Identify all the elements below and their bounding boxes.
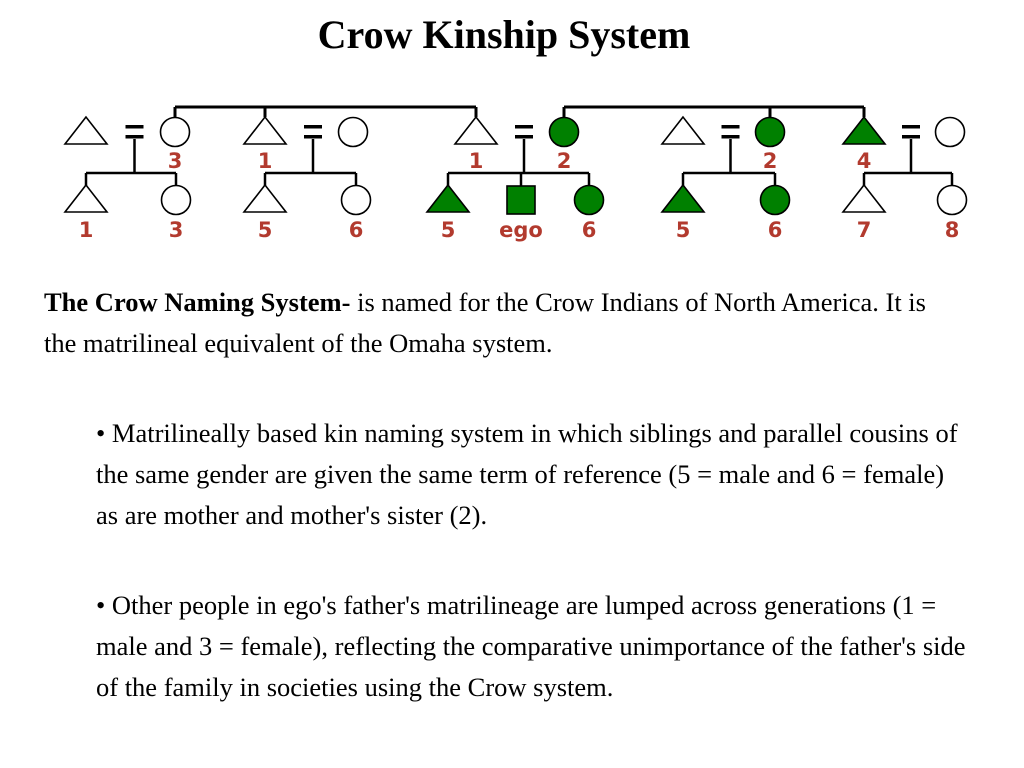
kin-term-label: 3: [169, 218, 184, 242]
kin-term-label: 5: [676, 218, 691, 242]
marriage-sign: [515, 125, 533, 129]
marriage-sign: [304, 135, 322, 139]
open-circle-female: [337, 116, 369, 148]
marriage-sign: [304, 125, 322, 129]
filled-circle-female: [754, 116, 786, 148]
open-triangle-male: [242, 115, 288, 145]
open-triangle-male: [63, 183, 109, 213]
kin-term-label: 2: [557, 149, 572, 173]
kin-term-label: 5: [258, 218, 273, 242]
marriage-sign: [515, 135, 533, 139]
marriage-sign: [721, 125, 740, 129]
open-triangle-male: [660, 115, 706, 145]
marriage-sign: [721, 135, 740, 139]
page-title: Crow Kinship System: [317, 12, 691, 57]
open-triangle-male: [63, 115, 109, 145]
kin-term-label: 1: [469, 149, 484, 173]
kin-term-label: 6: [349, 218, 364, 242]
marriage-sign: [902, 135, 920, 139]
kin-term-label: 7: [857, 218, 872, 242]
open-circle-female: [936, 184, 968, 216]
filled-triangle-male: [660, 183, 706, 213]
kin-term-label: 1: [79, 218, 94, 242]
marriage-sign: [902, 125, 920, 129]
open-triangle-male: [242, 183, 288, 213]
filled-circle-female: [548, 116, 580, 148]
open-circle-female: [159, 116, 191, 148]
ego-square: [506, 185, 536, 215]
open-triangle-male: [453, 115, 499, 145]
intro-paragraph: The Crow Naming System- is named for the…: [44, 282, 944, 364]
intro-heading: The Crow Naming System-: [44, 287, 351, 317]
kin-term-label: 6: [582, 218, 597, 242]
kin-term-label: 6: [768, 218, 783, 242]
open-circle-female: [934, 116, 966, 148]
marriage-sign: [125, 135, 144, 139]
filled-circle-female: [759, 184, 791, 216]
filled-circle-female: [573, 184, 605, 216]
kin-term-label: 8: [945, 218, 960, 242]
marriage-sign: [125, 125, 144, 129]
bullet-point: • Other people in ego's father's matrili…: [96, 590, 966, 702]
open-circle-female: [340, 184, 372, 216]
open-triangle-male: [841, 183, 887, 213]
kinship-diagram: 3 1 1 2 2 4 1 3 5 6 5 ego 6 5 6 7 8: [63, 105, 968, 242]
kin-term-label: 3: [168, 149, 183, 173]
kin-term-label: 4: [857, 149, 872, 173]
kin-term-label: 1: [258, 149, 273, 173]
filled-triangle-male: [425, 183, 471, 213]
kin-term-label: 2: [763, 149, 778, 173]
open-circle-female: [160, 184, 192, 216]
bullet-point: • Matrilineally based kin naming system …: [96, 418, 958, 530]
ego-label: ego: [499, 218, 543, 242]
filled-triangle-male: [841, 115, 887, 145]
intro-text: is named for the Crow Indians of North A…: [44, 287, 926, 358]
kin-term-label: 5: [441, 218, 456, 242]
